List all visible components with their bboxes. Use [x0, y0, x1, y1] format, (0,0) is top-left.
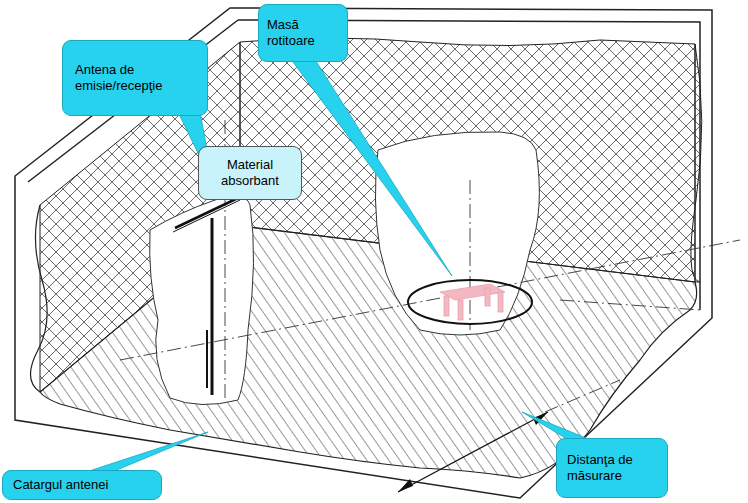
antenna-dipole — [173, 200, 240, 232]
callout-box: Catargul antenei — [2, 470, 162, 500]
antenna-mast — [206, 330, 208, 388]
absorbent-material — [150, 196, 254, 405]
callout-box: Material absorbant — [198, 146, 302, 200]
callout-box: Distanţa de măsurare — [556, 438, 668, 498]
housing-outline — [15, 8, 712, 498]
callout-tail — [86, 58, 596, 472]
table-symbol — [440, 284, 505, 320]
callout-tail — [86, 432, 208, 472]
callout-tail — [290, 58, 452, 276]
table-leg — [498, 292, 503, 312]
dimension-line — [398, 412, 548, 492]
callout-text: Masă rotitoare — [267, 17, 339, 48]
axis-line — [545, 380, 620, 412]
callout-text: Catargul antenei — [13, 477, 151, 493]
axis-line — [560, 300, 700, 310]
table-leg — [458, 300, 463, 320]
table-leg — [444, 296, 449, 316]
callout-box: Antena de emisie/recepţie — [62, 40, 208, 116]
callout-text: Antena de emisie/recepţie — [75, 62, 177, 93]
absorbent-material — [375, 132, 539, 335]
antenna-dipole — [175, 198, 238, 228]
callout-box: Masă rotitoare — [258, 4, 348, 62]
arrowhead — [398, 479, 413, 492]
cutaway-edge — [30, 205, 47, 392]
turntable — [408, 280, 532, 324]
absorber-wall — [691, 44, 702, 282]
table-leg — [485, 288, 490, 306]
axis-line — [470, 180, 471, 330]
table-top — [440, 284, 505, 300]
callout-text: Material absorbant — [205, 157, 295, 188]
chamber-housing — [15, 8, 712, 498]
axis-line — [120, 120, 740, 412]
callout-text: Distanţa de măsurare — [567, 452, 657, 483]
antenna-mast — [211, 218, 214, 395]
